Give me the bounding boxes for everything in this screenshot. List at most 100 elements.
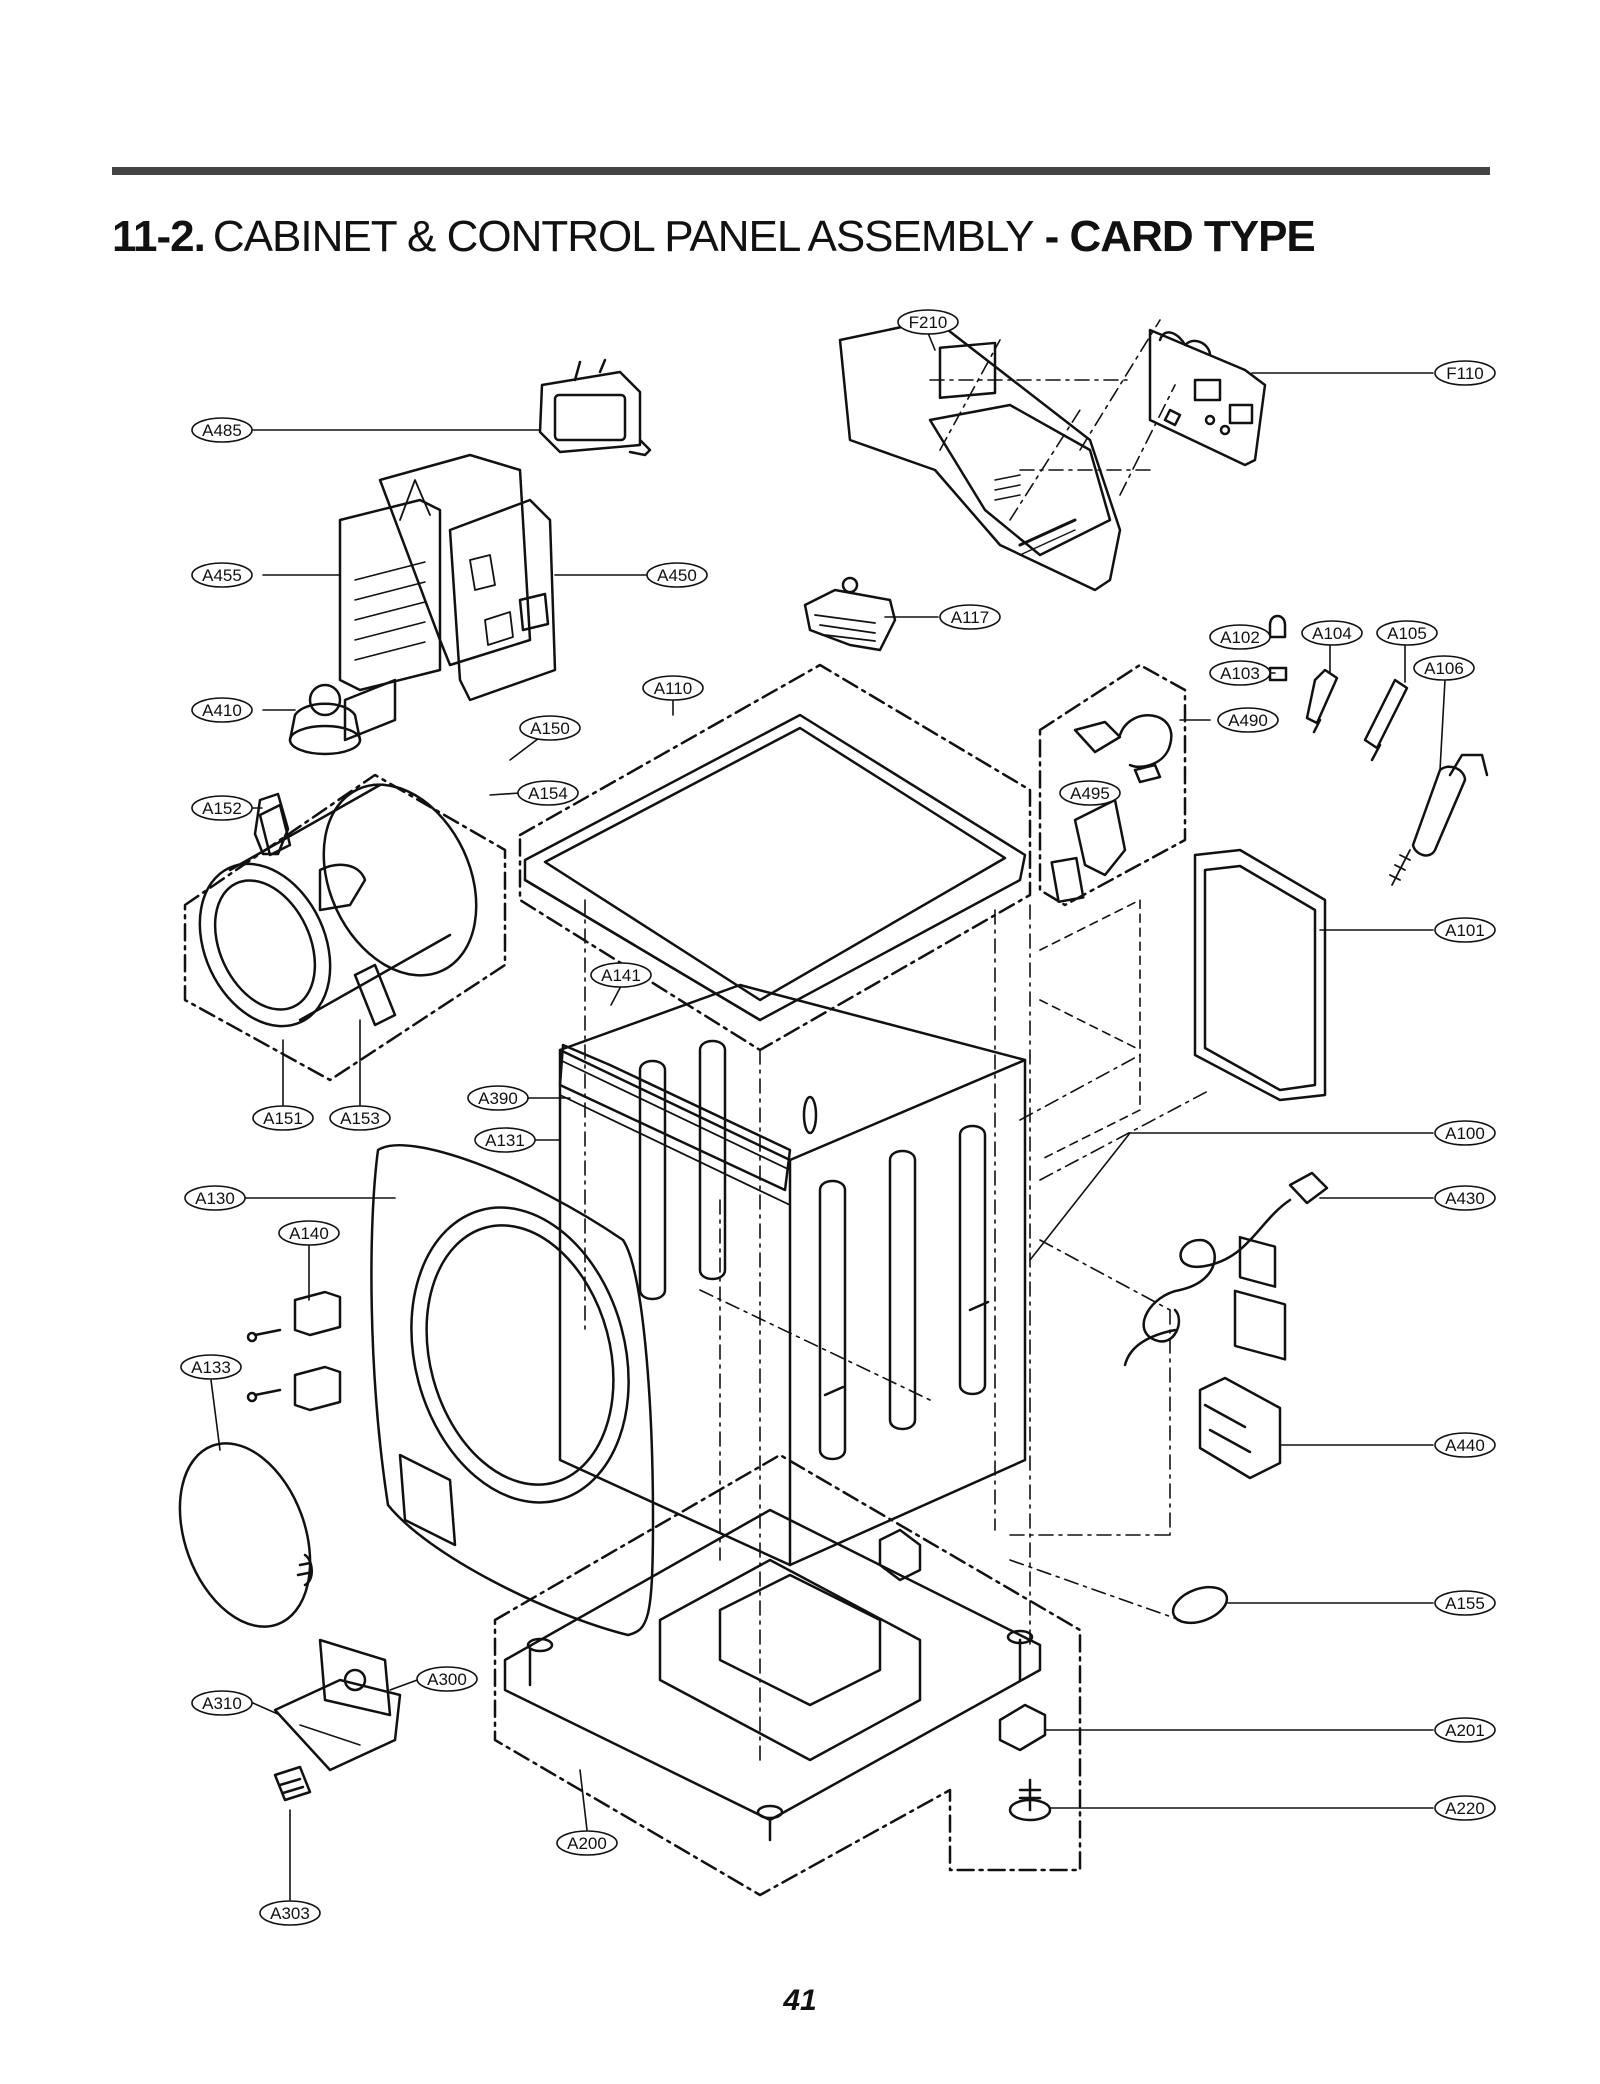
callout-label: A154 [528, 784, 568, 803]
part-a303-drain-cap [273, 1765, 312, 1802]
callout-label: A450 [657, 566, 697, 585]
callout-a103: A103 [1209, 660, 1271, 686]
callout-bubble [474, 1127, 536, 1153]
callout-a102: A102 [1209, 624, 1271, 650]
title-separator: - [1033, 212, 1070, 261]
part-a133-clamp-ring [178, 1442, 313, 1628]
callout-bubble [416, 1666, 478, 1692]
callout-label: A102 [1220, 628, 1260, 647]
callout-bubble [1209, 624, 1271, 650]
callout-a310: A310 [191, 1690, 253, 1716]
callout-label: A200 [567, 1834, 607, 1853]
callout-label: A155 [1445, 1594, 1485, 1613]
callout-label: A151 [263, 1109, 303, 1128]
callout-label: A310 [202, 1694, 242, 1713]
callout-a440: A440 [1434, 1432, 1496, 1458]
callout-bubble [184, 1185, 246, 1211]
callout-bubble [191, 417, 253, 443]
section-number: 11-2. [112, 212, 206, 261]
callout-label: A104 [1312, 624, 1352, 643]
callout-label: A152 [202, 799, 242, 818]
part-a430-power-cord [1123, 1171, 1329, 1367]
part-a117-dispenser-handle [803, 576, 897, 652]
callout-bubble [642, 675, 704, 701]
callout-a220: A220 [1434, 1795, 1496, 1821]
callout-a450: A450 [646, 562, 708, 588]
callout-label: A130 [195, 1189, 235, 1208]
callout-a154: A154 [517, 780, 579, 806]
callout-label: A140 [289, 1224, 329, 1243]
callout-label: A153 [340, 1109, 380, 1128]
callout-label: A490 [1228, 711, 1268, 730]
callout-a153: A153 [329, 1105, 391, 1131]
callout-a485: A485 [191, 417, 253, 443]
callout-label: A303 [270, 1904, 310, 1923]
callout-a131: A131 [474, 1127, 536, 1153]
part-a410-pressure-switch [288, 678, 397, 756]
callout-label: A220 [1445, 1799, 1485, 1818]
callout-a430: A430 [1434, 1185, 1496, 1211]
callout-label: A101 [1445, 921, 1485, 940]
callout-a133: A133 [180, 1354, 242, 1380]
callout-bubble [1209, 660, 1271, 686]
callout-a105: A105 [1376, 620, 1438, 646]
part-a201-foot-bracket [998, 1703, 1047, 1752]
callout-bubble [1413, 655, 1475, 681]
callout-a140: A140 [278, 1220, 340, 1246]
callout-a303: A303 [259, 1900, 321, 1926]
part-a152-hinge [253, 792, 290, 856]
callout-label: F110 [1446, 364, 1484, 383]
callout-bubble [329, 1105, 391, 1131]
callout-label: A103 [1220, 664, 1260, 683]
callout-bubble [191, 562, 253, 588]
callout-bubble [191, 697, 253, 723]
callout-label: A106 [1424, 659, 1464, 678]
callout-label: A100 [1445, 1124, 1485, 1143]
callout-bubble [180, 1354, 242, 1380]
callout-a110: A110 [642, 675, 704, 701]
callout-bubble [556, 1830, 618, 1856]
part-f210-control-panel [838, 318, 1122, 592]
callout-bubble [278, 1220, 340, 1246]
alignment-lines [584, 319, 1211, 1761]
callout-bubble [1434, 1120, 1496, 1146]
callout-a130: A130 [184, 1185, 246, 1211]
callout-f110: F110 [1434, 360, 1496, 386]
part-a220-adjustable-foot [1008, 1778, 1052, 1822]
callout-bubble [1434, 1432, 1496, 1458]
callout-label: A133 [191, 1358, 231, 1377]
callout-label: A410 [202, 701, 242, 720]
callout-f210: F210 [897, 309, 959, 335]
callout-bubble [1434, 917, 1496, 943]
callout-label: A117 [951, 608, 989, 627]
callout-label: F210 [909, 313, 948, 332]
callout-bubble [590, 962, 652, 988]
callout-bubble [1434, 1795, 1496, 1821]
callout-bubble [1059, 780, 1121, 806]
callout-a390: A390 [467, 1085, 529, 1111]
callout-bubble [897, 309, 959, 335]
callout-a152: A152 [191, 795, 253, 821]
callout-label: A455 [202, 566, 242, 585]
callout-label: A110 [654, 679, 692, 698]
part-cabinet-body [558, 983, 1027, 1567]
header-rule [112, 167, 1490, 175]
assembly-outlines [183, 663, 1187, 1897]
callout-a106: A106 [1413, 655, 1475, 681]
callout-a117: A117 [939, 604, 1001, 630]
callout-label: A440 [1445, 1436, 1485, 1455]
part-f110-pcb [1148, 328, 1267, 467]
callout-bubble [467, 1085, 529, 1111]
callout-bubble [259, 1900, 321, 1926]
callout-a201: A201 [1434, 1717, 1496, 1743]
callout-bubble [939, 604, 1001, 630]
callout-bubble [517, 780, 579, 806]
part-a485-display-module [538, 358, 652, 457]
callout-a300: A300 [416, 1666, 478, 1692]
callout-bubble [1217, 707, 1279, 733]
callout-a141: A141 [590, 962, 652, 988]
callout-a155: A155 [1434, 1590, 1496, 1616]
callout-label: A131 [485, 1131, 525, 1150]
